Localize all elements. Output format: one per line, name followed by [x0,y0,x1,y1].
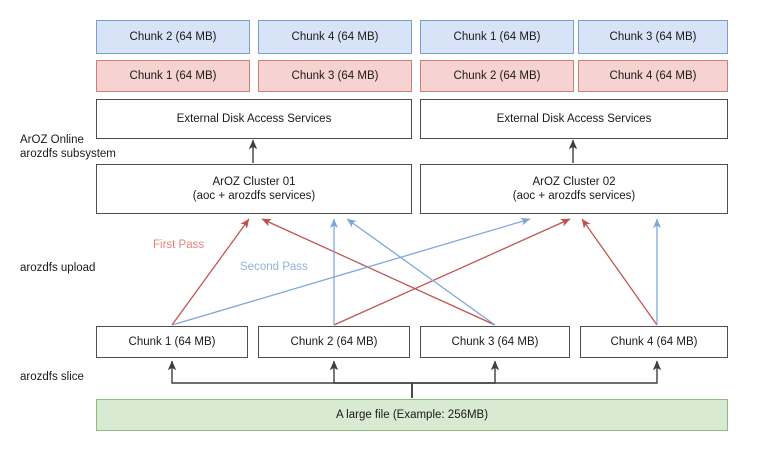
second-pass-label: Second Pass [240,261,308,273]
source-chunk-box: Chunk 4 (64 MB) [580,326,728,358]
replica-chunk-box: Chunk 2 (64 MB) [420,60,574,92]
side-label-arozdfs-upload: arozdfs upload [20,262,96,274]
cluster-name: ArOZ Cluster 02 [532,175,616,188]
replica-chunk-box: Chunk 1 (64 MB) [420,20,574,54]
replica-chunk-box: Chunk 1 (64 MB) [96,60,250,92]
external-disk-access-services-box: External Disk Access Services [420,99,728,139]
cluster-services: (aoc + arozdfs services) [192,190,316,202]
slice-arrows [167,360,662,398]
replica-chunk-box: Chunk 3 (64 MB) [578,20,728,54]
replica-chunk-box: Chunk 3 (64 MB) [258,60,412,92]
source-chunk-box: Chunk 2 (64 MB) [258,326,410,358]
replica-chunk-box: Chunk 2 (64 MB) [96,20,250,54]
cluster-name: ArOZ Cluster 01 [212,175,296,188]
side-label-arozdfs-slice: arozdfs slice [20,371,84,383]
side-label-arozdfs-subsystem: arozdfs subsystem [20,148,116,160]
first-pass-label: First Pass [153,239,205,251]
big-file-box: A large file (Example: 256MB) [96,399,728,431]
cluster-box: ArOZ Cluster 02 (aoc + arozdfs services) [420,164,728,214]
store-arrows [248,139,578,163]
external-disk-access-services-box: External Disk Access Services [96,99,412,139]
source-chunk-box: Chunk 3 (64 MB) [420,326,570,358]
replica-chunk-box: Chunk 4 (64 MB) [258,20,412,54]
cluster-services: (aoc + arozdfs services) [512,190,636,202]
side-label-aroz-online: ArOZ Online [20,134,84,146]
cluster-box: ArOZ Cluster 01 (aoc + arozdfs services) [96,164,412,214]
replica-chunk-box: Chunk 4 (64 MB) [578,60,728,92]
source-chunk-box: Chunk 1 (64 MB) [96,326,248,358]
